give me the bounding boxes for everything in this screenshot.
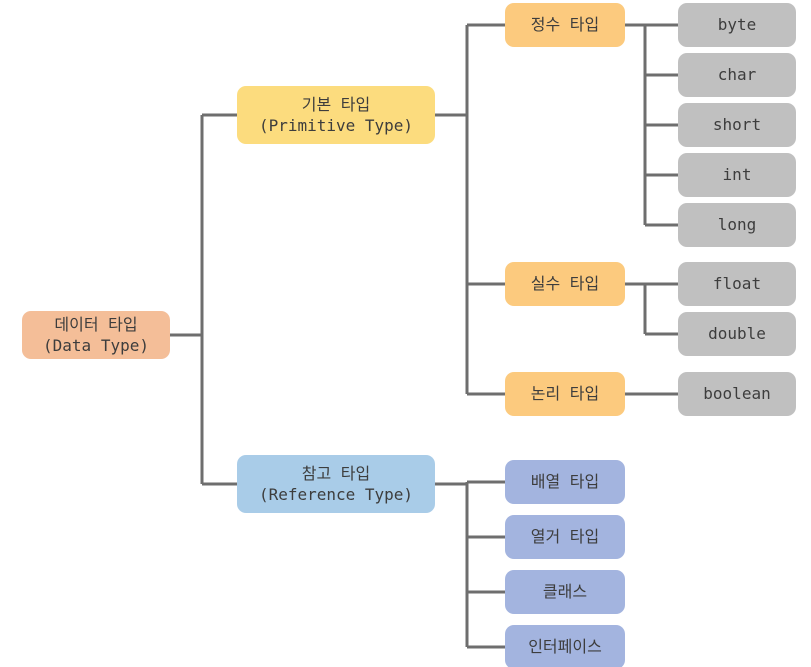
node-long[interactable]: long — [678, 203, 796, 247]
node-short[interactable]: short — [678, 103, 796, 147]
node-class-type[interactable]: 클래스 — [505, 570, 625, 614]
node-logic-type[interactable]: 논리 타입 — [505, 372, 625, 416]
node-primitive-type[interactable]: 기본 타입 (Primitive Type) — [237, 86, 435, 144]
node-float-type-label: 실수 타입 — [530, 274, 600, 294]
node-reference-type[interactable]: 참고 타입 (Reference Type) — [237, 455, 435, 513]
node-boolean[interactable]: boolean — [678, 372, 796, 416]
node-integer-type[interactable]: 정수 타입 — [505, 3, 625, 47]
node-float-type[interactable]: 실수 타입 — [505, 262, 625, 306]
node-short-label: short — [712, 115, 762, 135]
node-array-type-label: 배열 타입 — [530, 472, 600, 492]
node-float[interactable]: float — [678, 262, 796, 306]
node-char[interactable]: char — [678, 53, 796, 97]
node-byte-label: byte — [717, 15, 757, 35]
node-primitive-type-line2: (Primitive Type) — [258, 116, 414, 135]
node-boolean-label: boolean — [703, 384, 771, 404]
node-primitive-type-line1: 기본 타입 — [301, 94, 371, 114]
node-interface-type-label: 인터페이스 — [528, 637, 602, 657]
node-float-label: float — [712, 274, 762, 294]
node-array-type[interactable]: 배열 타입 — [505, 460, 625, 504]
node-reference-type-line2: (Reference Type) — [258, 485, 414, 504]
node-double-label: double — [708, 324, 766, 344]
node-char-label: char — [717, 65, 757, 85]
node-interface-type[interactable]: 인터페이스 — [505, 625, 625, 667]
node-data-type-root[interactable]: 데이터 타입 (Data Type) — [22, 311, 170, 359]
node-enum-type[interactable]: 열거 타입 — [505, 515, 625, 559]
node-long-label: long — [717, 215, 757, 235]
node-class-type-label: 클래스 — [542, 582, 588, 602]
node-enum-type-label: 열거 타입 — [530, 527, 600, 547]
node-reference-type-line1: 참고 타입 — [301, 463, 371, 483]
node-data-type-root-line1: 데이터 타입 — [54, 314, 138, 334]
node-data-type-root-line2: (Data Type) — [43, 336, 149, 355]
node-int-label: int — [722, 165, 752, 185]
node-byte[interactable]: byte — [678, 3, 796, 47]
node-int[interactable]: int — [678, 153, 796, 197]
node-integer-type-label: 정수 타입 — [530, 15, 600, 35]
node-logic-type-label: 논리 타입 — [530, 384, 600, 404]
node-double[interactable]: double — [678, 312, 796, 356]
